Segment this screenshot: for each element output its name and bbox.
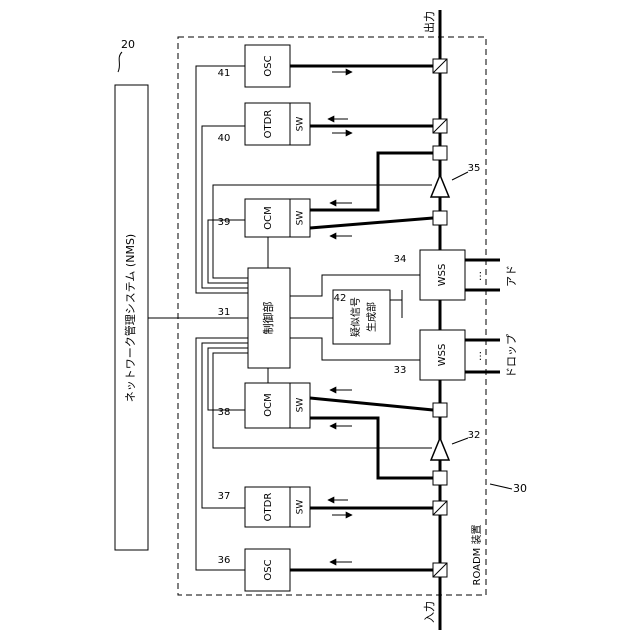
otdr-top-module: OTDR SW	[245, 103, 310, 145]
coupler-otdr-bottom	[433, 501, 447, 515]
coupler-ocm-top-out	[433, 146, 447, 160]
roadm-ref-leader	[490, 484, 512, 489]
amplifier-bottom-ref: 32	[468, 430, 481, 441]
wss-drop-module: WSS	[420, 330, 465, 380]
coupler-osc-bottom	[433, 563, 447, 577]
otdr-bottom-ref: 37	[218, 491, 231, 502]
osc-top-label: OSC	[263, 55, 274, 76]
coupler-otdr-top	[433, 119, 447, 133]
ctrl-line-osc-top	[196, 66, 248, 293]
ocm-top-tap-out	[310, 153, 433, 210]
ocm-top-sw-label: SW	[296, 211, 306, 226]
nms-ref: 20	[121, 38, 135, 51]
pseudo-gen-label-1: 疑似信号	[350, 297, 362, 337]
coupler-ocm-bottom-in	[433, 403, 447, 417]
ocm-top-tap-in	[310, 218, 433, 228]
coupler-osc-top	[433, 59, 447, 73]
osc-bottom-ref: 36	[218, 555, 231, 566]
otdr-bottom-label: OTDR	[263, 493, 274, 522]
controller-module: 制御部	[248, 268, 290, 368]
wss-add-module: WSS	[420, 250, 465, 300]
wss-add-ref: 34	[394, 254, 407, 265]
ocm-bottom-ref: 38	[218, 407, 231, 418]
pseudo-gen-ref: 42	[334, 293, 347, 304]
ocm-top-module: OCM SW	[245, 199, 310, 237]
ctrl-line-ocm-bottom	[208, 348, 248, 410]
wss-drop-ref: 33	[394, 365, 407, 376]
coupler-ocm-bottom-out	[433, 471, 447, 485]
ctrl-line-osc-bottom	[196, 338, 248, 570]
drop-port-label: ドロップ	[505, 334, 518, 378]
roadm-ref: 30	[513, 482, 527, 495]
amplifier-top-leader	[452, 172, 468, 180]
otdr-bottom-module: OTDR SW	[245, 487, 310, 527]
ocm-top-label: OCM	[263, 206, 274, 229]
ocm-bottom-label: OCM	[263, 393, 274, 416]
otdr-top-label: OTDR	[263, 110, 274, 139]
drop-port-ellipsis: …	[473, 351, 484, 361]
osc-bottom-label: OSC	[263, 559, 274, 580]
osc-top-module: OSC	[245, 45, 290, 87]
wss-drop-label: WSS	[437, 344, 448, 367]
ocm-top-ref: 39	[218, 217, 231, 228]
ocm-bottom-sw-label: SW	[296, 398, 306, 413]
otdr-top-sw-label: SW	[296, 117, 306, 132]
coupler-ocm-top-in	[433, 211, 447, 225]
ocm-bottom-tap-in	[310, 398, 433, 410]
otdr-bottom-sw-label: SW	[296, 500, 306, 515]
amplifier-top	[431, 175, 449, 197]
osc-bottom-module: OSC	[245, 549, 290, 591]
ocm-bottom-module: OCM SW	[245, 383, 310, 428]
amplifier-bottom	[431, 438, 449, 460]
add-port-ellipsis: …	[473, 271, 484, 281]
ctrl-line-ocm-top	[208, 220, 248, 283]
amplifier-top-ref: 35	[468, 163, 481, 174]
amplifier-bottom-leader	[452, 438, 468, 444]
roadm-label: ROADM 装置	[470, 525, 483, 586]
nms-label: ネットワーク管理システム (NMS)	[123, 234, 137, 402]
input-port-label: 入力	[423, 601, 436, 623]
nms-ref-leader	[118, 52, 122, 72]
controller-ref: 31	[218, 307, 231, 318]
output-port-label: 出力	[422, 11, 436, 33]
ctrl-line-otdr-top	[202, 126, 248, 288]
pseudo-gen-label-2: 生成部	[365, 302, 378, 332]
wss-add-label: WSS	[437, 264, 448, 287]
ctrl-line-otdr-bottom	[202, 343, 248, 508]
add-port-label: アド	[505, 265, 518, 287]
otdr-top-ref: 40	[218, 133, 231, 144]
osc-top-ref: 41	[218, 68, 231, 79]
controller-label: 制御部	[261, 302, 275, 335]
